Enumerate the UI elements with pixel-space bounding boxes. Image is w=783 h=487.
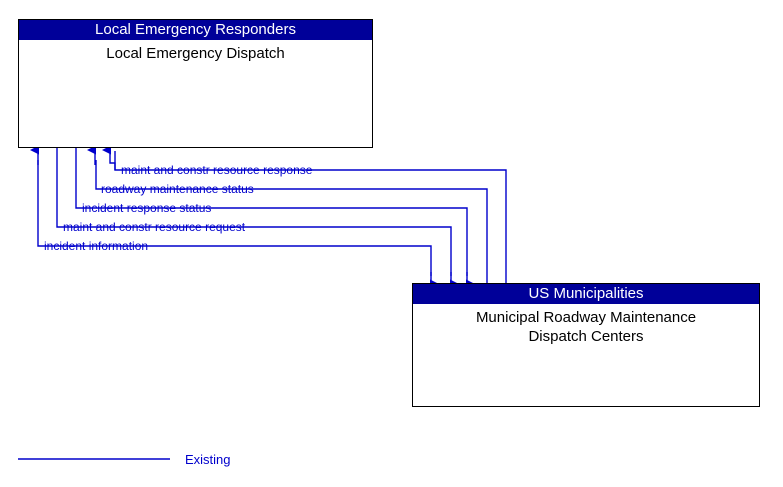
flow-maint-and-constr-resource-response[interactable] (102, 145, 507, 283)
flow-label-maint-and-constr-resource-response[interactable]: maint and constr resource response (121, 163, 313, 177)
flow-incident-response-status[interactable] (75, 148, 475, 289)
flow-roadway-maintenance-status[interactable] (87, 145, 488, 283)
flow-incident-information[interactable] (30, 145, 439, 289)
flow-label-incident-response-status[interactable]: incident response status (82, 201, 212, 215)
entity-us-municipalities[interactable]: US Municipalities Municipal Roadway Main… (412, 283, 760, 407)
flow-label-incident-information[interactable]: incident information (44, 239, 149, 253)
entity-local-emergency-dispatch[interactable]: Local Emergency Responders Local Emergen… (18, 19, 373, 148)
entity-stereotype-us-municipalities: US Municipalities (413, 284, 759, 304)
entity-name-local-emergency: Local Emergency Dispatch (106, 45, 285, 62)
entity-stereotype-local-emergency: Local Emergency Responders (19, 20, 372, 40)
flow-maint-and-constr-resource-request[interactable] (56, 148, 459, 289)
flow-label-roadway-maintenance-status[interactable]: roadway maintenance status (101, 182, 254, 196)
entity-name-municipal-roadway-maintenance: Municipal Roadway Maintenance Dispatch C… (475, 309, 697, 345)
legend-label-existing: Existing (185, 452, 231, 467)
flow-label-maint-and-constr-resource-request[interactable]: maint and constr resource request (63, 220, 246, 234)
